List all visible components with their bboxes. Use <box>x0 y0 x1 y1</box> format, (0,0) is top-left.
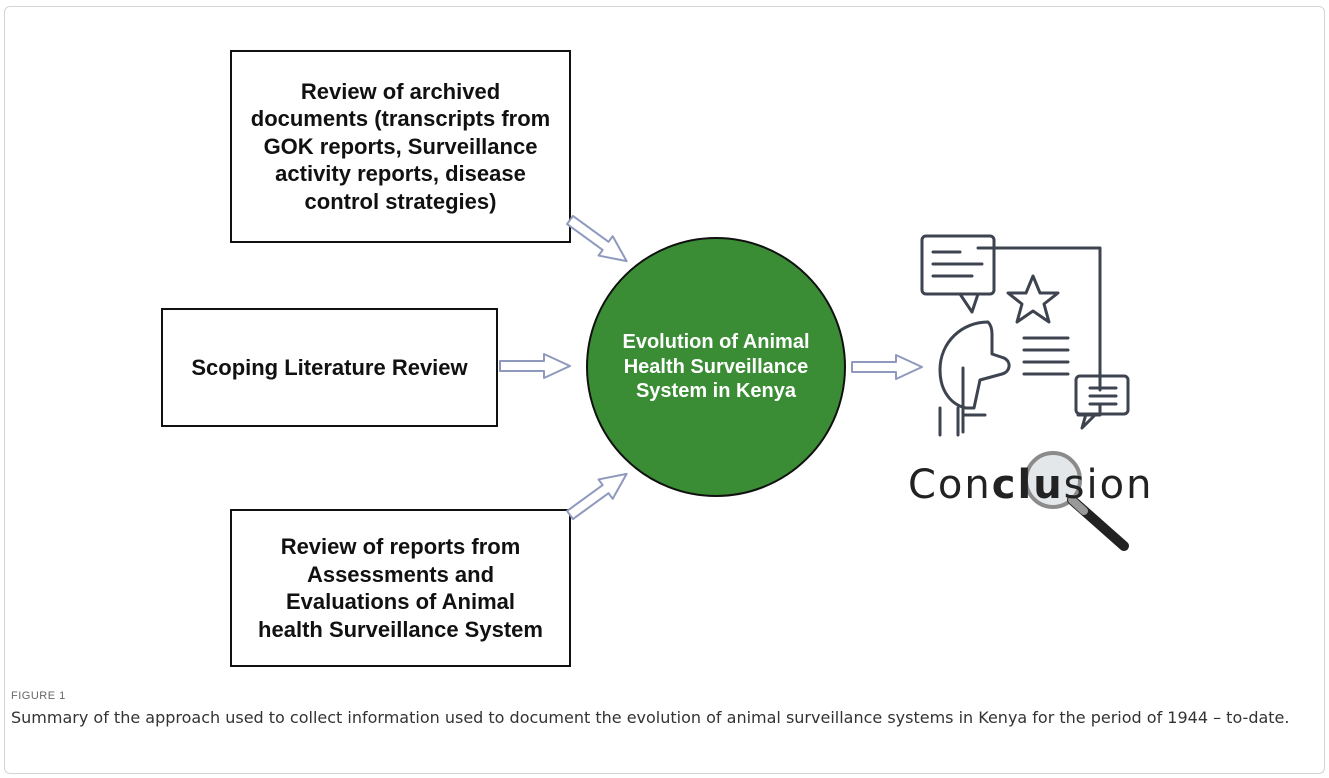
conclusion-part-1: Con <box>908 462 992 508</box>
figure-caption-text: Summary of the approach used to collect … <box>11 708 1290 727</box>
assessment-reports-label: Review of reports from Assessments and E… <box>258 534 543 642</box>
scoping-review-label: Scoping Literature Review <box>191 354 468 380</box>
evolution-label: Evolution of Animal Health Surveillance … <box>622 331 810 403</box>
assessment-reports-box: Review of reports from Assessments and E… <box>230 509 571 667</box>
archived-documents-label: Review of archived documents (transcript… <box>250 78 551 214</box>
chat-bubble-icon <box>1074 374 1130 416</box>
star-icon <box>1006 274 1060 324</box>
scoping-review-box: Scoping Literature Review <box>161 308 498 427</box>
figure-label: FIGURE 1 <box>11 690 66 702</box>
person-icon <box>938 320 1011 410</box>
conclusion-illustration <box>920 234 1130 551</box>
speech-bubble-icon <box>920 234 996 296</box>
conclusion-part-3: sion <box>1063 462 1154 508</box>
conclusion-wordmark: Conclusion <box>908 462 1153 508</box>
figure-caption: FIGURE 1 Summary of the approach used to… <box>11 690 1311 729</box>
evolution-circle: Evolution of Animal Health Surveillance … <box>586 237 846 497</box>
magnifier-icon <box>1024 451 1129 551</box>
conclusion-part-2: clu <box>991 462 1064 508</box>
archived-documents-box: Review of archived documents (transcript… <box>230 50 571 243</box>
